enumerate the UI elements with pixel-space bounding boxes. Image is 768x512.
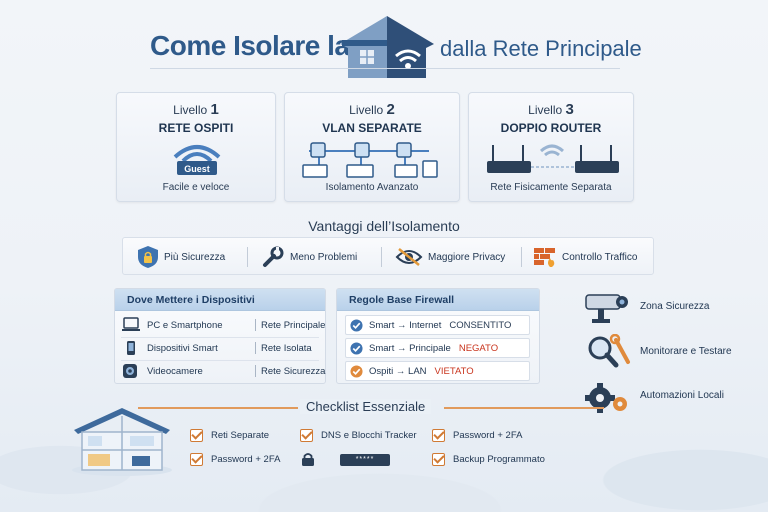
laptop-icon: [122, 317, 140, 331]
guest-wifi-icon: [173, 145, 221, 175]
smart-device-icon: [127, 341, 135, 355]
no-eye-icon: [395, 248, 423, 266]
checklist-rule-left: [138, 407, 298, 409]
device-row: Dispositivi Smart Rete Isolata: [121, 337, 421, 359]
level-3-card: Livello 3 DOPPIO ROUTER Rete Fisicamente…: [468, 92, 634, 202]
camera-icon: [123, 364, 137, 378]
check-circle-icon: [350, 341, 363, 355]
security-camera-icon: [585, 294, 628, 323]
check-circle-icon: [350, 318, 363, 332]
page-title-left: Come Isolare la: [150, 30, 350, 61]
benefit-separator: [247, 247, 248, 267]
benefit-separator: [381, 247, 382, 267]
checklist-item-password: [300, 451, 398, 467]
checklist-item: Password + 2FA: [190, 451, 280, 467]
firewall-rule: Ospiti → LAN VIETATO: [345, 361, 530, 381]
firewall-icon: [534, 248, 555, 267]
checklist-item: DNS e Blocchi Tracker: [300, 427, 417, 443]
row-divider: [121, 360, 319, 361]
firewall-rule: Smart → Internet CONSENTITO: [345, 315, 530, 335]
checkbox-checked-icon: [190, 452, 203, 466]
padlock-icon: [302, 453, 314, 466]
row-divider: [121, 337, 319, 338]
level-2-card: Livello 2 VLAN SEPARATE Isolamento Avanz…: [284, 92, 460, 202]
shield-lock-icon: [138, 246, 158, 268]
level-1-label: Livello 1: [173, 101, 219, 118]
vlan-network-icon: [302, 142, 438, 178]
checklist-title: Checklist Essenziale: [300, 399, 432, 414]
side-security-zone: Zona Sicurezza: [580, 287, 768, 327]
wrench-icon: [263, 246, 284, 267]
benefit-fewer-problems: Meno Problemi: [261, 238, 357, 276]
level-3-footer: Rete Fisicamente Separata: [490, 182, 612, 193]
level-3-label: Livello 3: [528, 101, 574, 118]
guest-badge: Guest: [184, 164, 210, 174]
level-3-title: DOPPIO ROUTER: [500, 121, 602, 135]
benefits-title: Vantaggi dell’Isolamento: [308, 218, 460, 234]
benefit-privacy: Maggiore Privacy: [395, 238, 505, 276]
gears-icon: [585, 383, 627, 413]
password-mask-field: *****: [340, 454, 390, 466]
firewall-panel: Regole Base Firewall Smart → Internet CO…: [336, 288, 540, 384]
devices-panel: Dove Mettere i Dispositivi PC e Smartpho…: [114, 288, 326, 384]
checklist-rule-right: [444, 407, 604, 409]
firewall-panel-title: Regole Base Firewall: [337, 289, 539, 311]
level-1-title: RETE OSPITI: [158, 121, 234, 135]
page-title-right: dalla Rete Principale: [440, 36, 642, 61]
checklist-item: Reti Separate: [190, 427, 269, 443]
checkbox-checked-icon: [190, 428, 203, 442]
level-1-footer: Facile e veloce: [162, 182, 230, 193]
smart-home-icon: [72, 408, 172, 476]
benefit-traffic-control: Controllo Traffico: [533, 238, 637, 276]
checklist-item: Backup Programmato: [432, 451, 545, 467]
firewall-rule: Smart → Principale NEGATO: [345, 338, 530, 358]
check-circle-orange-icon: [350, 364, 363, 378]
checkbox-checked-icon: [432, 452, 445, 466]
level-2-title: VLAN SEPARATE: [322, 121, 422, 135]
side-monitor-test: Monitorare e Testare: [580, 332, 768, 372]
benefit-separator: [521, 247, 522, 267]
benefit-security: Più Sicurezza: [137, 238, 225, 276]
device-row: PC e Smartphone Rete Principale: [121, 314, 421, 336]
side-local-automations: Automazioni Locali: [580, 376, 768, 416]
checkbox-checked-icon: [300, 428, 313, 442]
checklist-item: Password + 2FA: [432, 427, 522, 443]
dual-router-icon: [487, 144, 619, 173]
device-row: Videocamere Rete Sicurezza: [121, 360, 421, 382]
magnifier-wrench-icon: [588, 334, 630, 368]
title-rule: [150, 68, 620, 69]
devices-panel-title: Dove Mettere i Dispositivi: [115, 289, 325, 311]
level-1-card: Livello 1 RETE OSPITI Guest Facile e vel…: [116, 92, 276, 202]
benefits-bar: Più Sicurezza Meno Problemi Maggiore Pri…: [122, 237, 654, 275]
checkbox-checked-icon: [432, 428, 445, 442]
level-2-footer: Isolamento Avanzato: [325, 182, 419, 193]
level-2-label: Livello 2: [349, 101, 395, 118]
house-wifi-icon: [340, 16, 434, 78]
